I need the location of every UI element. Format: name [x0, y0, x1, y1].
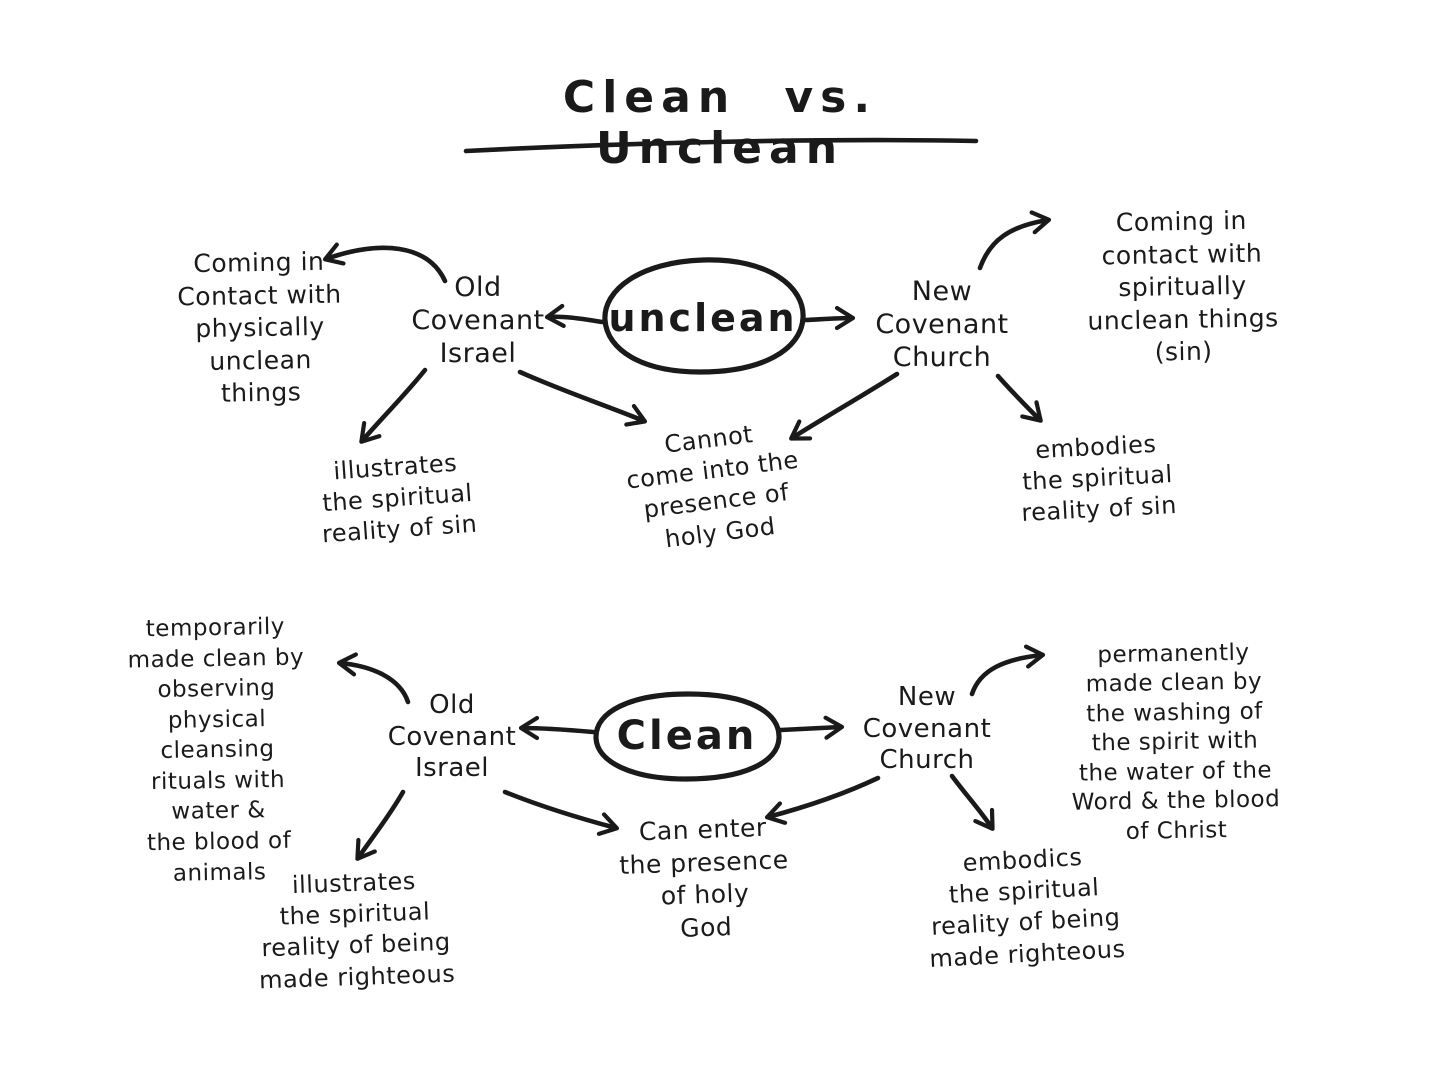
- note-illustrates-made-righteous: illustrates the spiritual reality of bei…: [258, 866, 456, 994]
- arrow-old-covenant-to-temporarily: [336, 652, 411, 705]
- arrow-clean-to-new-covenant: [778, 715, 845, 740]
- clean-node-label: Clean: [616, 713, 758, 759]
- old-covenant-israel-node-clean: Old Covenant Israel: [387, 690, 517, 784]
- note-embodics-made-righteous: embodics the spiritual reality of being …: [928, 842, 1127, 973]
- note-physically-unclean-contact: Coming in Contact with physically unclea…: [177, 246, 342, 408]
- arrow-old-covenant-to-physical-contact: [322, 242, 448, 284]
- note-can-enter-presence: Can enter the presence of holy God: [618, 812, 790, 943]
- note-temporarily-made-clean: temporarily made clean by observing phys…: [127, 613, 305, 887]
- arrow-old-covenant-to-illustrates-righteous: [355, 789, 406, 861]
- arrow-new-covenant-to-embodics: [949, 773, 995, 831]
- arrow-unclean-to-new-covenant: [803, 305, 856, 331]
- note-illustrates-reality-of-sin: illustrates the spiritual reality of sin: [321, 448, 479, 549]
- arrow-new-covenant-to-embodies: [995, 373, 1043, 423]
- clean-oval-outline: [593, 691, 782, 782]
- unclean-oval-outline: [602, 257, 806, 375]
- arrow-clean-to-old-covenant: [518, 715, 596, 741]
- page-title: Clean vs. Unclean: [562, 72, 878, 174]
- unclean-node-label: unclean: [608, 296, 798, 340]
- new-covenant-church-node-unclean: New Covenant Church: [875, 276, 1009, 373]
- arrow-old-covenant-to-cannot: [517, 369, 648, 427]
- note-spiritually-unclean-contact: Coming in contact with spiritually uncle…: [1087, 205, 1279, 367]
- arrow-new-covenant-to-cannot: [789, 371, 900, 441]
- old-covenant-israel-node-unclean: Old Covenant Israel: [411, 272, 545, 369]
- note-permanently-made-clean: permanently made clean by the washing of…: [1071, 639, 1281, 845]
- title-underline: [463, 137, 979, 154]
- note-embodies-reality-of-sin: embodies the spiritual reality of sin: [1020, 429, 1178, 528]
- arrow-new-covenant-to-can-enter: [764, 775, 881, 825]
- arrow-old-covenant-to-can-enter: [502, 789, 620, 836]
- arrow-new-covenant-to-spiritual-contact: [977, 210, 1052, 271]
- arrow-unclean-to-old-covenant: [544, 303, 605, 329]
- new-covenant-church-node-clean: New Covenant Church: [862, 682, 992, 776]
- arrow-old-covenant-to-illustrates: [359, 367, 428, 444]
- note-cannot-enter-presence: Cannot come into the presence of holy Go…: [624, 420, 801, 553]
- arrow-new-covenant-to-permanently: [969, 644, 1046, 697]
